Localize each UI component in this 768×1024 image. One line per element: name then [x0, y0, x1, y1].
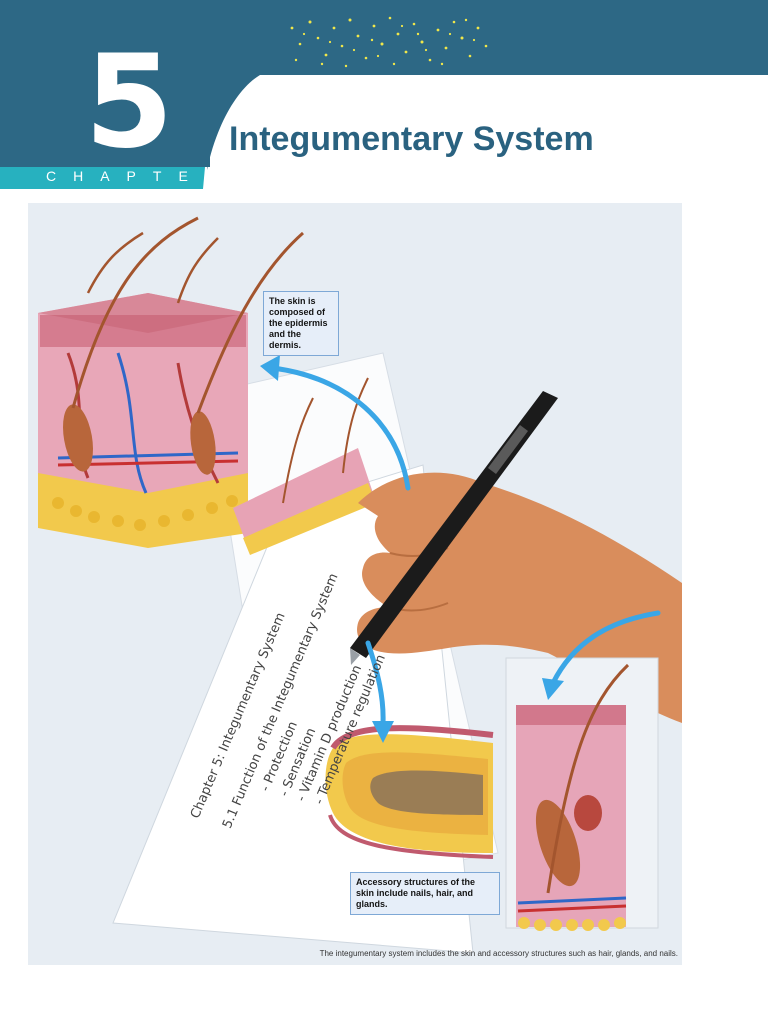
chapter-header: 5 CHAPTER Integumentary System	[0, 0, 768, 195]
figure-illustration	[38, 216, 682, 954]
callout-arrows	[270, 365, 661, 726]
chapter-number: 5	[84, 28, 173, 177]
chapter-opener-figure: Chapter 5: Integumentary System 5.1 Func…	[28, 203, 682, 965]
figure-caption: The integumentary system includes the sk…	[319, 949, 678, 958]
arrow-to-nail	[365, 640, 386, 726]
arrow-to-hair	[550, 610, 661, 686]
chapter-title: Integumentary System	[229, 120, 594, 158]
header-shape	[0, 0, 768, 189]
hair-follicle-illustration	[505, 657, 659, 931]
accessory-callout: Accessory structures of the skin include…	[350, 872, 500, 915]
dot-pattern	[290, 16, 488, 68]
skin-cross-section-illustration	[38, 216, 304, 548]
chapter-label: CHAPTER	[46, 168, 232, 184]
skin-strip-illustration	[233, 377, 376, 555]
skin-callout: The skin is composed of the epidermis an…	[263, 291, 339, 356]
arrow-to-skin	[270, 365, 411, 491]
nail-cross-section-illustration	[325, 725, 494, 859]
